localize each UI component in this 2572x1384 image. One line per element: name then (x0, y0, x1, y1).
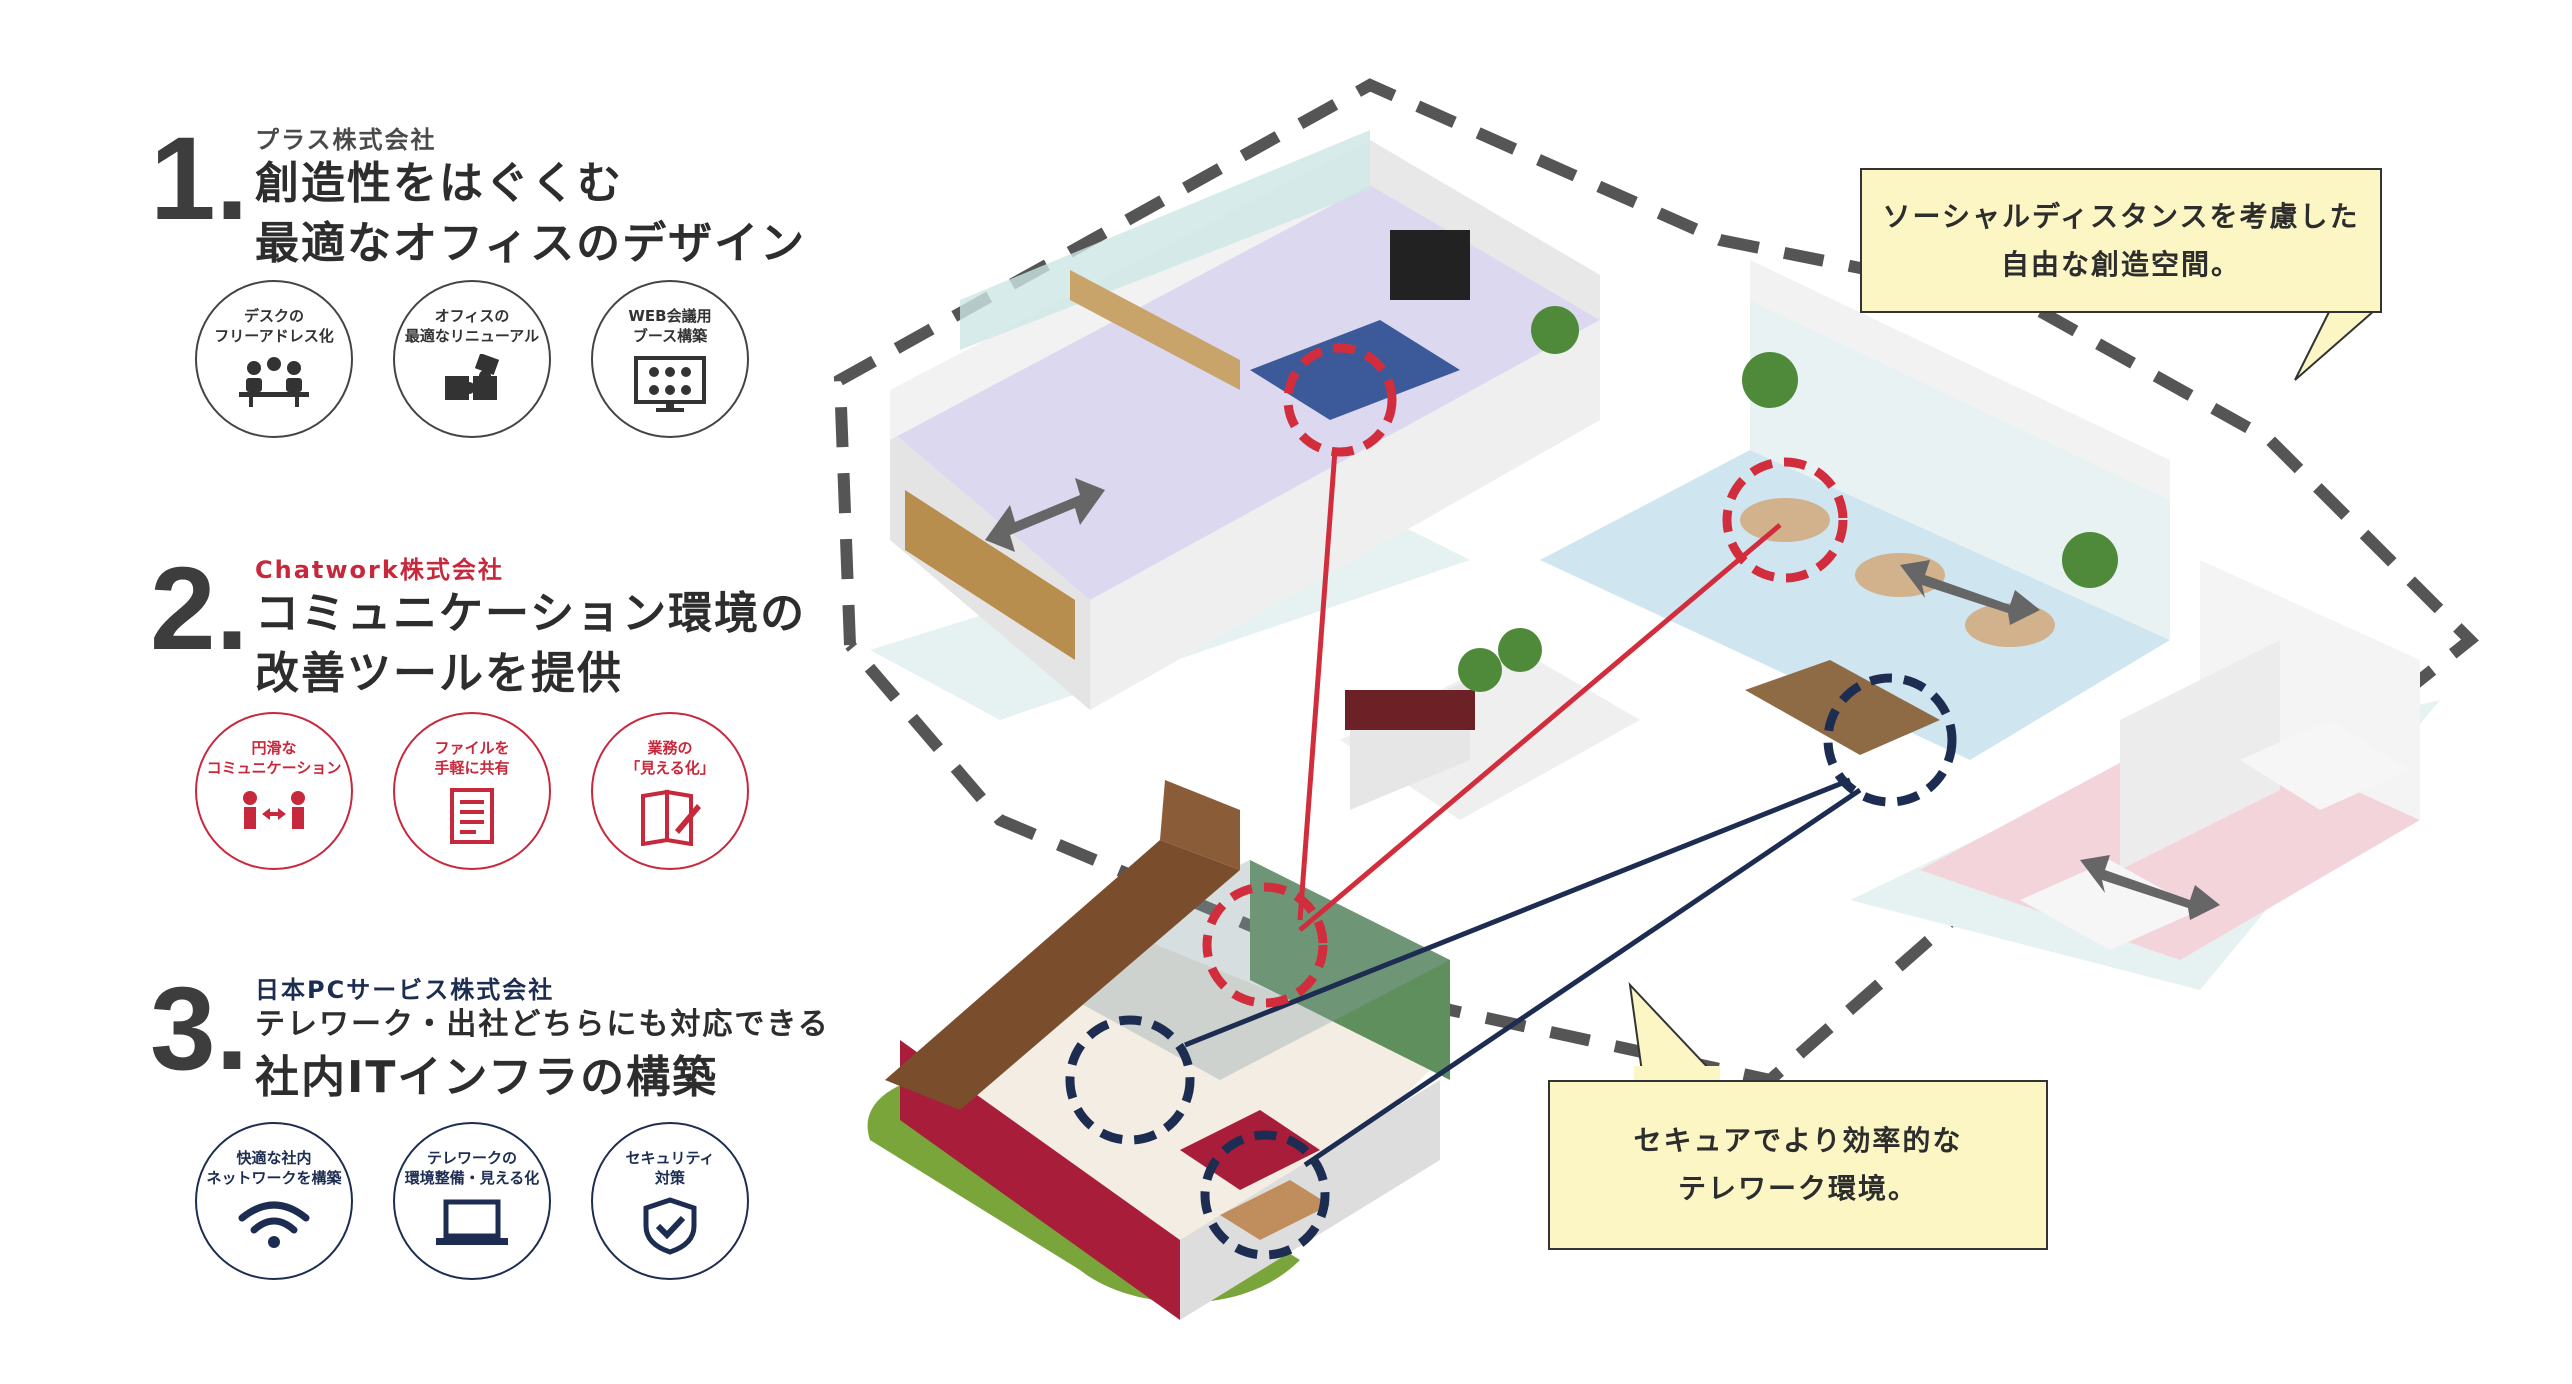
visualization-icon (641, 789, 701, 846)
navy-dashed-circle (1200, 1130, 1330, 1260)
file-share-icon (450, 788, 494, 844)
feature-circle: 業務の 「見える化」 (591, 712, 749, 870)
navy-dashed-circle (1823, 673, 1957, 807)
section-title: テレワーク・出社どちらにも対応できる 社内ITインフラの構築 (255, 1007, 830, 1103)
puzzle-icon (445, 354, 500, 400)
free-address-desk-icon (239, 357, 309, 407)
feature-circles: デスクの フリーアドレス化 オフィスの 最適なリニューアル WEB会議用 ブース… (195, 280, 749, 438)
office-speech-bubble: ソーシャルディスタンスを考慮した 自由な創造空間。 (1860, 168, 2382, 313)
company-name: プラス株式会社 (255, 126, 437, 154)
security-shield-icon (643, 1197, 697, 1255)
section-number: 2. (150, 543, 249, 675)
reception-area (1920, 560, 2420, 960)
entrance-area (1340, 628, 1640, 820)
telework-speech-bubble: セキュアでより効率的な テレワーク環境。 (1548, 1080, 2048, 1250)
feature-circles: 快適な社内 ネットワークを構築 テレワークの 環境整備・見える化 セキュリティ … (195, 1122, 749, 1280)
communication-icon (243, 791, 305, 829)
red-connection-line (1298, 523, 1782, 932)
feature-circle: デスクの フリーアドレス化 (195, 280, 353, 438)
feature-circles: 円滑な コミュニケーション ファイルを 手軽に共有 業務の 「見える化」 (195, 712, 749, 870)
feature-circle: テレワークの 環境整備・見える化 (393, 1122, 551, 1280)
feature-circle: オフィスの 最適なリニューアル (393, 280, 551, 438)
lounge-area (1540, 260, 2170, 760)
red-dashed-circle (1283, 343, 1397, 457)
navy-connection-line (1303, 787, 1862, 1168)
laptop-icon (436, 1199, 508, 1245)
feature-circle: 快適な社内 ネットワークを構築 (195, 1122, 353, 1280)
section-number: 1. (150, 113, 249, 245)
house-illustration (867, 780, 1450, 1320)
feature-circle: 円滑な コミュニケーション (195, 712, 353, 870)
feature-circle: セキュリティ 対策 (591, 1122, 749, 1280)
web-meeting-icon (634, 356, 706, 412)
red-dashed-circle (1722, 457, 1848, 583)
navy-dashed-circle (1065, 1015, 1195, 1145)
section-number: 3. (150, 963, 249, 1095)
navy-connection-line (1184, 777, 1851, 1048)
section-title: コミュニケーション環境の 改善ツールを提供 (255, 588, 807, 699)
company-name: 日本PCサービス株式会社 (255, 976, 555, 1004)
feature-circle: WEB会議用 ブース構築 (591, 280, 749, 438)
feature-circle: ファイルを 手軽に共有 (393, 712, 551, 870)
red-dashed-circle (1202, 882, 1328, 1008)
company-name: Chatwork株式会社 (255, 556, 504, 584)
meeting-room (890, 130, 1600, 710)
wifi-icon (238, 1201, 310, 1248)
section-title: 創造性をはぐくむ 最適なオフィスのデザイン (255, 158, 807, 269)
distance-arrow-icon (985, 478, 2220, 920)
red-connection-line (1297, 449, 1338, 921)
